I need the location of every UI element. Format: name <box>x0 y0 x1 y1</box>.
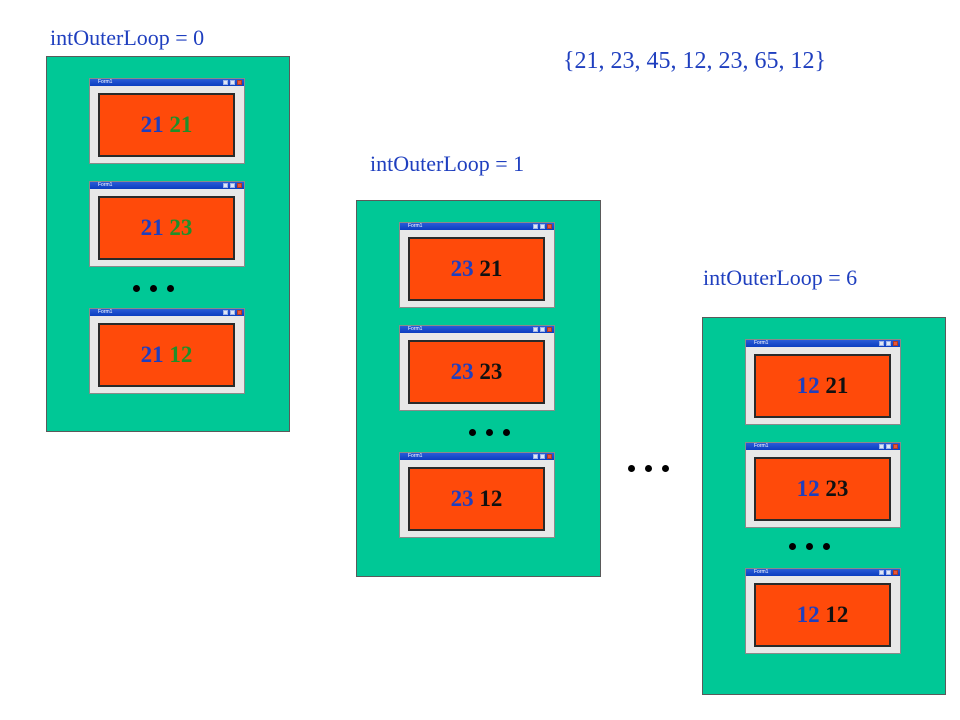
output-area: 12 21 <box>754 354 891 418</box>
ellipsis-icon <box>628 465 669 472</box>
output-area: 21 12 <box>98 323 235 387</box>
form-window: Form1 21 12 <box>89 308 245 394</box>
close-icon[interactable] <box>893 341 898 346</box>
window-title: Form1 <box>408 453 423 459</box>
maximize-icon[interactable] <box>886 570 891 575</box>
form-window: Form1 23 21 <box>399 222 555 308</box>
form-window: Form1 12 23 <box>745 442 901 528</box>
loop-panel-6: Form1 12 21 Form1 12 23 Form1 12 12 <box>702 317 946 695</box>
close-icon[interactable] <box>547 224 552 229</box>
close-icon[interactable] <box>547 327 552 332</box>
outer-value: 12 <box>796 373 820 398</box>
ellipsis-icon <box>133 285 174 292</box>
maximize-icon[interactable] <box>230 80 235 85</box>
inner-value: 21 <box>825 373 849 398</box>
maximize-icon[interactable] <box>230 183 235 188</box>
close-icon[interactable] <box>893 444 898 449</box>
inner-value: 12 <box>825 602 849 627</box>
close-icon[interactable] <box>237 310 242 315</box>
outer-value: 21 <box>140 342 164 367</box>
output-area: 23 12 <box>408 467 545 531</box>
output-area: 21 23 <box>98 196 235 260</box>
form-window: Form1 21 21 <box>89 78 245 164</box>
close-icon[interactable] <box>237 80 242 85</box>
minimize-icon[interactable] <box>533 327 538 332</box>
window-title: Form1 <box>408 326 423 332</box>
minimize-icon[interactable] <box>223 80 228 85</box>
minimize-icon[interactable] <box>533 224 538 229</box>
minimize-icon[interactable] <box>223 310 228 315</box>
form-window: Form1 12 12 <box>745 568 901 654</box>
maximize-icon[interactable] <box>886 444 891 449</box>
outer-value: 12 <box>796 602 820 627</box>
outer-loop-label-6: intOuterLoop = 6 <box>703 265 858 290</box>
maximize-icon[interactable] <box>886 341 891 346</box>
loop-panel-1: Form1 23 21 Form1 23 23 Form1 23 12 <box>356 200 601 577</box>
inner-value: 23 <box>169 215 193 240</box>
close-icon[interactable] <box>237 183 242 188</box>
window-title: Form1 <box>754 340 769 346</box>
ellipsis-icon <box>789 543 830 550</box>
form-window: Form1 23 23 <box>399 325 555 411</box>
inner-value: 12 <box>479 486 503 511</box>
minimize-icon[interactable] <box>879 341 884 346</box>
inner-value: 21 <box>479 256 503 281</box>
inner-value: 12 <box>169 342 193 367</box>
outer-value: 23 <box>450 359 474 384</box>
output-area: 21 21 <box>98 93 235 157</box>
form-window: Form1 23 12 <box>399 452 555 538</box>
close-icon[interactable] <box>893 570 898 575</box>
window-title: Form1 <box>98 309 113 315</box>
output-area: 12 23 <box>754 457 891 521</box>
minimize-icon[interactable] <box>533 454 538 459</box>
close-icon[interactable] <box>547 454 552 459</box>
inner-value: 21 <box>169 112 193 137</box>
array-values: {21, 23, 45, 12, 23, 65, 12} <box>563 48 827 74</box>
minimize-icon[interactable] <box>879 570 884 575</box>
outer-value: 12 <box>796 476 820 501</box>
output-area: 12 12 <box>754 583 891 647</box>
outer-value: 23 <box>450 486 474 511</box>
outer-loop-label-0: intOuterLoop = 0 <box>50 25 205 50</box>
window-title: Form1 <box>754 569 769 575</box>
window-title: Form1 <box>408 223 423 229</box>
maximize-icon[interactable] <box>230 310 235 315</box>
maximize-icon[interactable] <box>540 224 545 229</box>
maximize-icon[interactable] <box>540 327 545 332</box>
outer-loop-label-1: intOuterLoop = 1 <box>370 151 525 176</box>
minimize-icon[interactable] <box>223 183 228 188</box>
form-window: Form1 21 23 <box>89 181 245 267</box>
outer-value: 23 <box>450 256 474 281</box>
minimize-icon[interactable] <box>879 444 884 449</box>
window-title: Form1 <box>98 182 113 188</box>
output-area: 23 21 <box>408 237 545 301</box>
ellipsis-icon <box>469 429 510 436</box>
window-title: Form1 <box>98 79 113 85</box>
loop-panel-0: Form1 21 21 Form1 21 23 Form1 21 12 <box>46 56 290 432</box>
inner-value: 23 <box>825 476 849 501</box>
outer-value: 21 <box>140 215 164 240</box>
form-window: Form1 12 21 <box>745 339 901 425</box>
maximize-icon[interactable] <box>540 454 545 459</box>
output-area: 23 23 <box>408 340 545 404</box>
inner-value: 23 <box>479 359 503 384</box>
outer-value: 21 <box>140 112 164 137</box>
window-title: Form1 <box>754 443 769 449</box>
